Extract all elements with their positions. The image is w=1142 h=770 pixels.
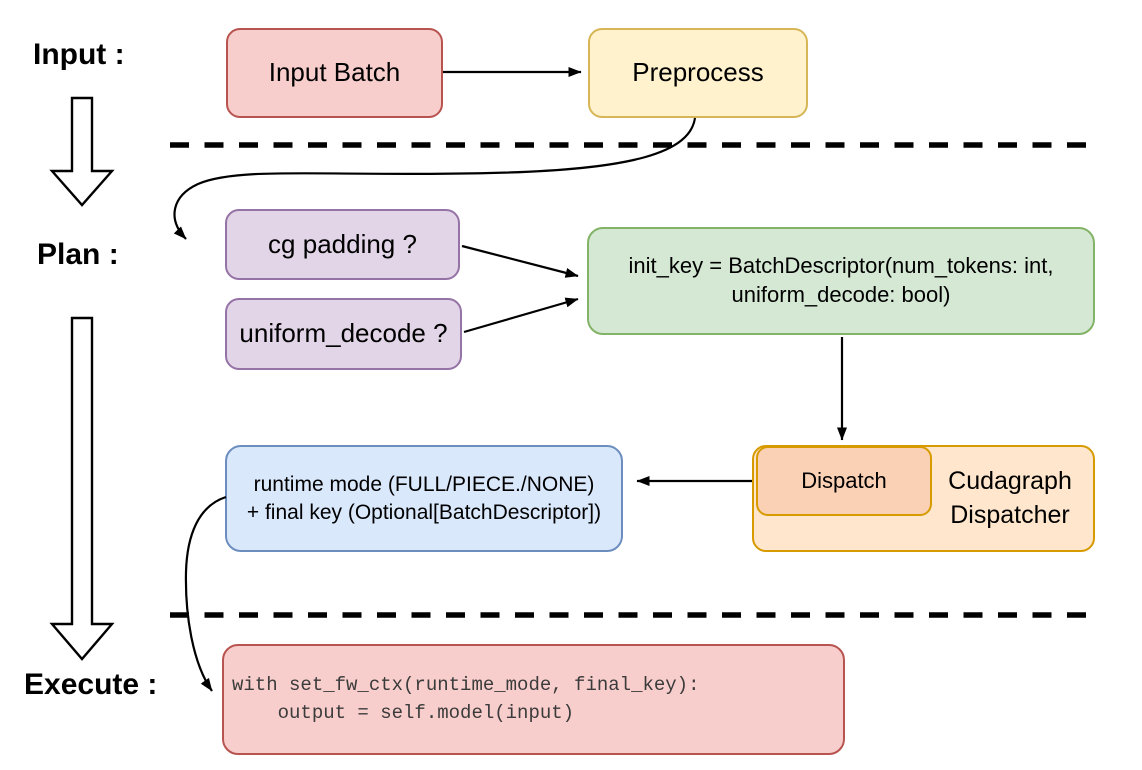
phase-label-execute: Execute : <box>24 668 158 701</box>
phase-label-plan: Plan : <box>37 238 119 271</box>
execute-code-line1: with set_fw_ctx(runtime_mode, final_key)… <box>232 673 700 696</box>
node-cg-padding: cg padding ? <box>225 209 460 280</box>
node-execute-code: with set_fw_ctx(runtime_mode, final_key)… <box>222 644 845 755</box>
node-cg-padding-label: cg padding ? <box>268 228 417 259</box>
node-preprocess-label: Preprocess <box>632 57 764 88</box>
cudagraph-label-line2: Dispatcher <box>950 500 1070 529</box>
cudagraph-label-line1: Cudagraph <box>948 466 1072 495</box>
node-init-key: init_key = BatchDescriptor(num_tokens: i… <box>587 227 1095 335</box>
arrow-runtime-mode-to-execute-code <box>184 495 227 692</box>
node-input-batch: Input Batch <box>226 28 443 118</box>
node-dispatch: Dispatch <box>756 446 932 516</box>
node-uniform-decode: uniform_decode ? <box>225 298 462 370</box>
node-dispatch-label: Dispatch <box>801 467 887 493</box>
node-preprocess: Preprocess <box>588 28 808 118</box>
hollow-arrow-plan-to-execute-icon <box>49 316 115 661</box>
execute-code-line2: output = self.model(input) <box>232 701 575 724</box>
arrow-uniform-decode-to-init-key <box>463 297 579 334</box>
node-cudagraph-dispatcher-label: Cudagraph Dispatcher <box>925 445 1095 552</box>
node-uniform-decode-label: uniform_decode ? <box>239 318 448 349</box>
node-init-key-line2: uniform_decode: bool) <box>731 282 951 307</box>
hollow-arrow-input-to-plan-icon <box>49 96 115 207</box>
node-runtime-mode: runtime mode (FULL/PIECE./NONE) + final … <box>225 445 623 552</box>
node-runtime-mode-line2: + final key (Optional[BatchDescriptor]) <box>246 500 602 524</box>
node-runtime-mode-line1: runtime mode (FULL/PIECE./NONE) <box>253 473 595 497</box>
node-input-batch-label: Input Batch <box>268 57 401 88</box>
arrow-cg-padding-to-init-key <box>461 244 579 278</box>
phase-label-input: Input : <box>33 38 125 71</box>
node-init-key-line1: init_key = BatchDescriptor(num_tokens: i… <box>628 253 1054 279</box>
